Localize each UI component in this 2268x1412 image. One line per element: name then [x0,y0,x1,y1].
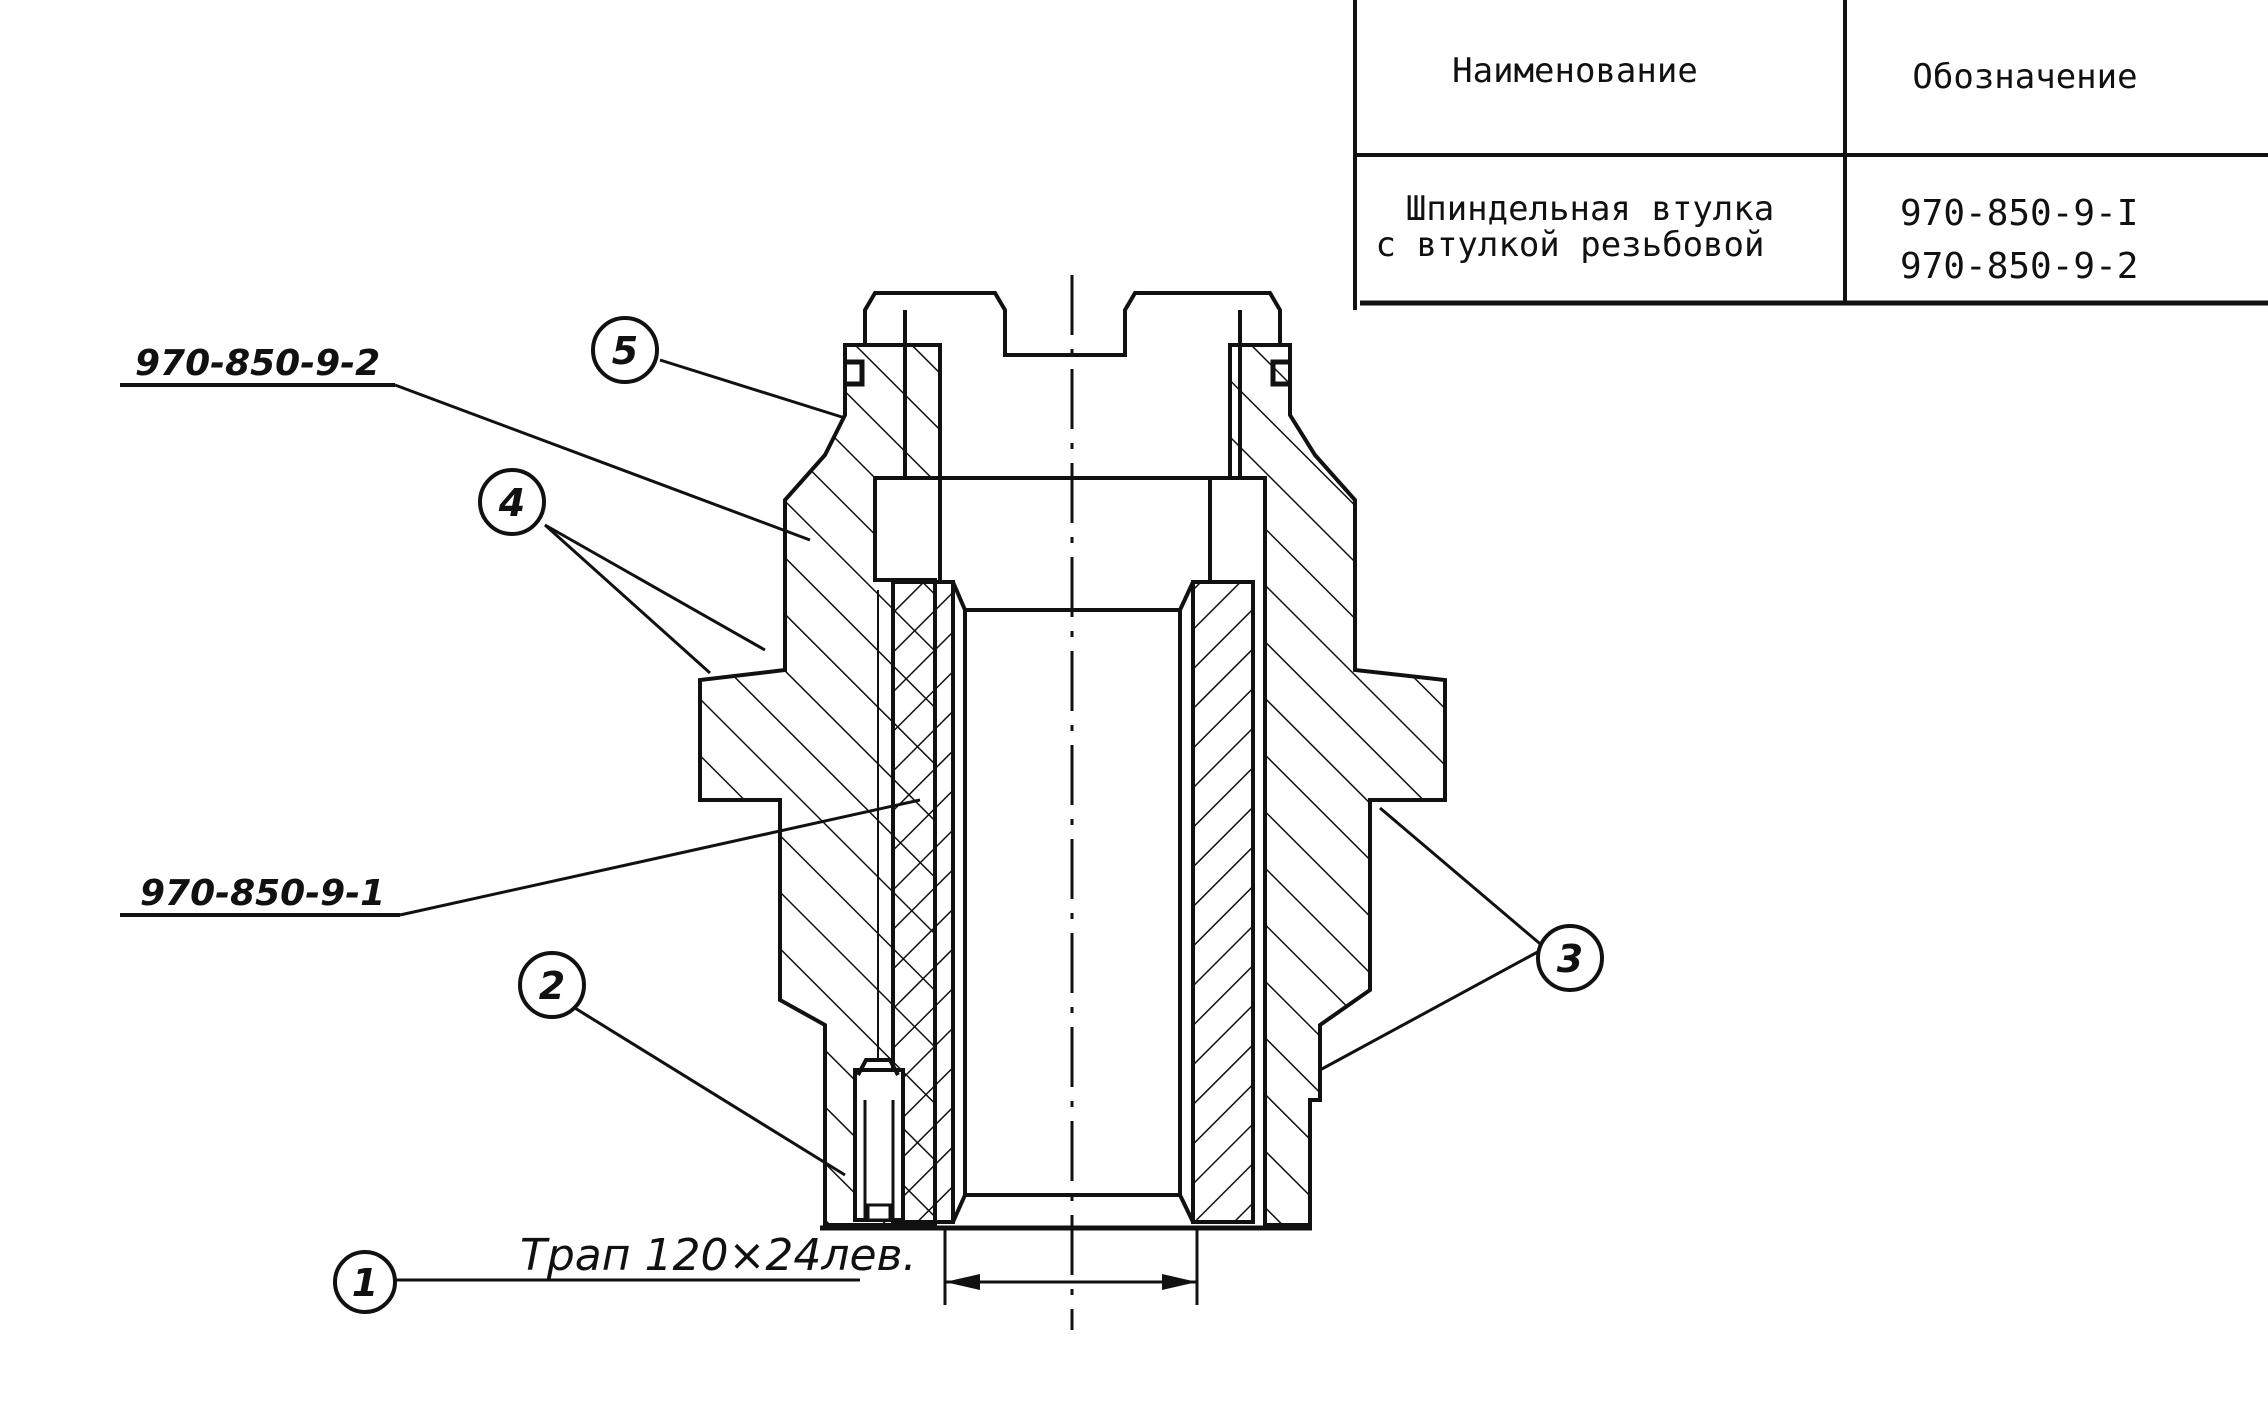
svg-text:2: 2 [539,964,565,1008]
set-screw-left [845,359,865,387]
part-label-lower-text: 970-850-9-1 [140,873,385,914]
svg-text:1: 1 [352,1261,378,1305]
callout-4: 4 [478,468,766,675]
table-cell-designation-1: 970-850-9-I [1900,193,2138,234]
outer-bushing-left-wall [698,343,942,1227]
outer-bushing [698,291,1447,1231]
table-header-designation: Обозначение [1912,57,2137,97]
part-label-upper-text: 970-850-9-2 [135,343,380,384]
thread-spec: Трап 120×24лев. [520,1230,916,1281]
dimension-arrow-right [1162,1274,1197,1290]
svg-text:5: 5 [612,329,638,373]
svg-text:3: 3 [1557,937,1583,981]
table-cell-name-line2: с втулкой резьбовой [1376,225,1765,265]
callout-5: 5 [591,316,846,420]
threaded-sleeve [853,580,1255,1224]
part-label-lower: 970-850-9-1 [120,798,921,917]
threaded-sleeve-right-wall [1191,580,1255,1224]
sleeve-inner-chamfer-left [951,581,967,1223]
callout-1: 1 [333,1250,860,1314]
table-cell-name-line1: Шпиндельная втулка [1406,189,1774,229]
table-header-name: Наименование [1452,51,1698,91]
outer-bushing-right-wall [1228,343,1447,1227]
part-label-upper: 970-850-9-2 [120,343,811,542]
set-screw-right [1270,359,1290,387]
dimension-arrow-left [945,1274,980,1290]
svg-text:4: 4 [498,481,525,525]
table-cell-designation-2: 970-850-9-2 [1900,246,2138,287]
callout-2: 2 [518,951,846,1177]
locking-pin [853,590,905,1222]
thread-dimension: Трап 120×24лев. [520,1230,1199,1305]
callout-3: 3 [1319,806,1604,1072]
spec-table: Наименование Обозначение Шпиндельная вту… [1353,0,2268,310]
sleeve-inner-chamfer-right [1178,581,1195,1223]
